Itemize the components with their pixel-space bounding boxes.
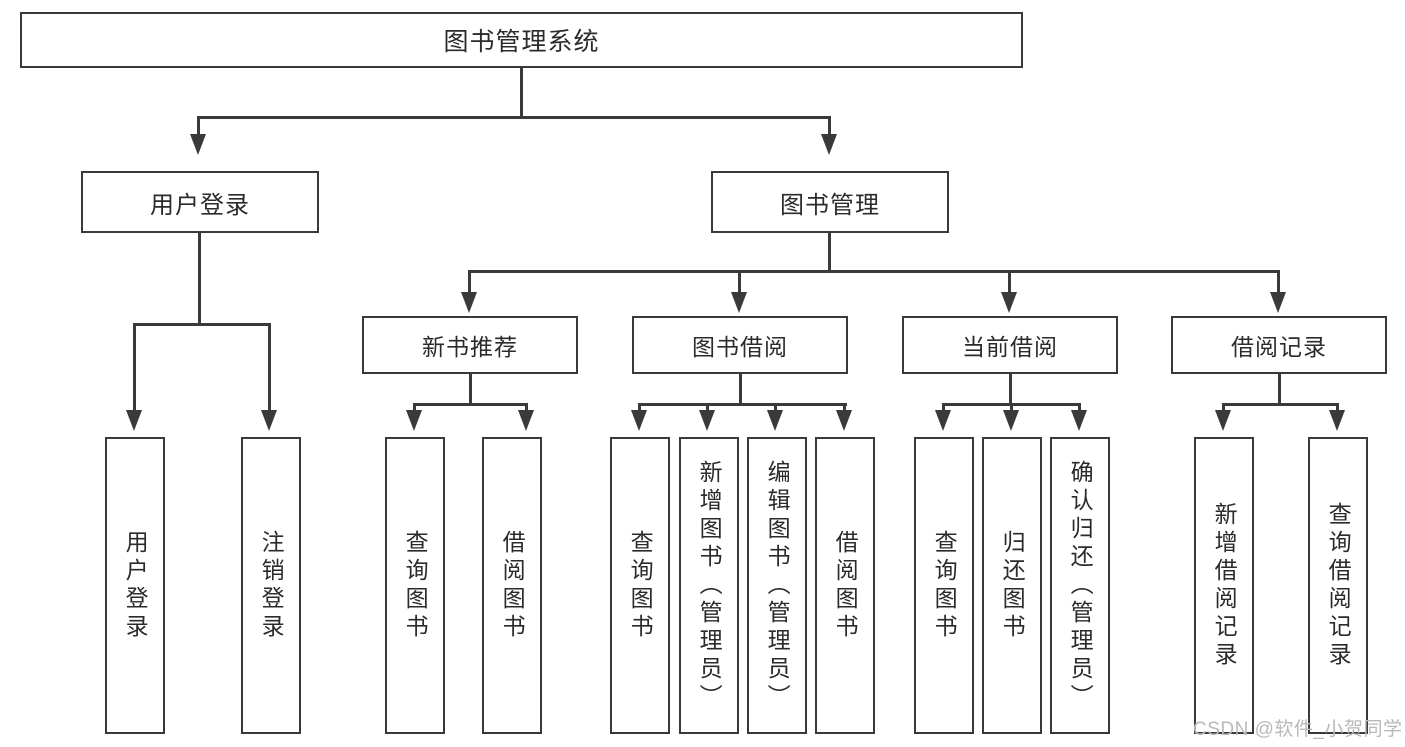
- connector-drop-bb-2: [706, 403, 709, 413]
- connector-drop-borrow-record: [1277, 270, 1280, 295]
- node-book-management[interactable]: 图书管理: [711, 171, 949, 233]
- connector-user-login-distributor: [133, 323, 270, 326]
- arrow-to-leaf-borrow-book-bb: [836, 410, 852, 431]
- arrow-to-leaf-user-login: [126, 410, 142, 431]
- arrow-to-leaf-query-book-nb: [406, 410, 422, 431]
- connector-drop-new-book: [468, 270, 471, 295]
- leaf-logout[interactable]: 注销登录: [241, 437, 301, 734]
- connector-drop-bb-4: [843, 403, 846, 413]
- node-label: 归还图书: [999, 529, 1026, 642]
- node-label: 编辑图书（管理员）: [764, 459, 791, 712]
- connector-drop-br-2: [1336, 403, 1339, 413]
- connector-drop-nb-2: [525, 403, 528, 413]
- node-label: 借阅图书: [832, 529, 859, 642]
- arrow-to-book-borrow: [731, 292, 747, 313]
- leaf-user-login[interactable]: 用户登录: [105, 437, 165, 734]
- arrow-to-leaf-query-record: [1329, 410, 1345, 431]
- connector-book-borrow-stem: [739, 374, 742, 406]
- leaf-add-borrow-record[interactable]: 新增借阅记录: [1194, 437, 1254, 734]
- node-label: 用户登录: [150, 191, 250, 219]
- node-label: 新书推荐: [422, 334, 518, 360]
- node-label: 当前借阅: [962, 334, 1058, 360]
- arrow-to-current-borrow: [1001, 292, 1017, 313]
- leaf-query-book-borrow[interactable]: 查询图书: [610, 437, 670, 734]
- node-label: 查询借阅记录: [1325, 501, 1352, 670]
- connector-new-book-distributor: [413, 403, 528, 406]
- node-label: 借阅记录: [1231, 334, 1327, 360]
- node-label: 新增图书（管理员）: [696, 459, 723, 712]
- arrow-to-leaf-return-book: [1003, 410, 1019, 431]
- node-label: 图书管理: [780, 191, 880, 219]
- leaf-add-book-admin[interactable]: 新增图书（管理员）: [679, 437, 739, 734]
- node-current-borrow[interactable]: 当前借阅: [902, 316, 1118, 374]
- leaf-confirm-return-admin[interactable]: 确认归还（管理员）: [1050, 437, 1110, 734]
- connector-current-borrow-stem: [1009, 374, 1012, 406]
- node-label: 查询图书: [931, 529, 958, 642]
- node-label: 确认归还（管理员）: [1067, 459, 1094, 712]
- connector-root-distributor: [197, 116, 831, 119]
- node-label: 用户登录: [122, 529, 149, 642]
- node-label: 注销登录: [258, 529, 285, 642]
- arrow-to-new-book: [461, 292, 477, 313]
- arrow-to-leaf-query-book-cb: [935, 410, 951, 431]
- connector-borrow-record-stem: [1278, 374, 1281, 406]
- connector-new-book-stem: [469, 374, 472, 406]
- connector-drop-cb-1: [942, 403, 945, 413]
- arrow-to-leaf-add-record: [1215, 410, 1231, 431]
- connector-drop-nb-1: [413, 403, 416, 413]
- connector-user-login-stem: [198, 233, 201, 325]
- connector-book-borrow-distributor: [638, 403, 847, 406]
- leaf-return-book[interactable]: 归还图书: [982, 437, 1042, 734]
- connector-root-stem: [520, 68, 523, 118]
- leaf-query-borrow-record[interactable]: 查询借阅记录: [1308, 437, 1368, 734]
- leaf-query-book-new-recommend[interactable]: 查询图书: [385, 437, 445, 734]
- node-root-book-management-system[interactable]: 图书管理系统: [20, 12, 1023, 68]
- arrow-root-to-book-management: [821, 134, 837, 155]
- connector-drop-cb-2: [1010, 403, 1013, 413]
- connector-root-drop-book-management: [828, 116, 831, 138]
- node-label: 图书借阅: [692, 334, 788, 360]
- arrow-root-to-user-login: [190, 134, 206, 155]
- connector-drop-current-borrow: [1008, 270, 1011, 295]
- connector-drop-book-borrow: [738, 270, 741, 295]
- connector-root-drop-user-login: [197, 116, 200, 138]
- connector-drop-bb-1: [638, 403, 641, 413]
- connector-drop-br-1: [1222, 403, 1225, 413]
- connector-drop-bb-3: [774, 403, 777, 413]
- arrow-to-leaf-edit-book: [767, 410, 783, 431]
- connector-book-management-distributor: [468, 270, 1280, 273]
- arrow-to-leaf-add-book: [699, 410, 715, 431]
- connector-book-management-stem: [828, 233, 831, 273]
- node-label: 查询图书: [402, 529, 429, 642]
- arrow-to-leaf-borrow-book-nb: [518, 410, 534, 431]
- leaf-edit-book-admin[interactable]: 编辑图书（管理员）: [747, 437, 807, 734]
- arrow-to-borrow-record: [1270, 292, 1286, 313]
- leaf-borrow-book-new-recommend[interactable]: 借阅图书: [482, 437, 542, 734]
- connector-borrow-record-distributor: [1222, 403, 1339, 406]
- arrow-to-leaf-query-book-bb: [631, 410, 647, 431]
- node-label: 查询图书: [627, 529, 654, 642]
- connector-drop-user-login-1: [133, 323, 136, 413]
- leaf-borrow-book[interactable]: 借阅图书: [815, 437, 875, 734]
- node-new-book-recommendation[interactable]: 新书推荐: [362, 316, 578, 374]
- node-label: 新增借阅记录: [1211, 501, 1238, 670]
- node-user-login[interactable]: 用户登录: [81, 171, 319, 233]
- node-book-borrow[interactable]: 图书借阅: [632, 316, 848, 374]
- node-label: 图书管理系统: [443, 28, 600, 56]
- node-label: 借阅图书: [499, 529, 526, 642]
- connector-drop-cb-3: [1078, 403, 1081, 413]
- connector-drop-user-login-2: [268, 323, 271, 413]
- leaf-query-book-current[interactable]: 查询图书: [914, 437, 974, 734]
- arrow-to-leaf-confirm-return: [1071, 410, 1087, 431]
- arrow-to-leaf-logout: [261, 410, 277, 431]
- node-borrow-record[interactable]: 借阅记录: [1171, 316, 1387, 374]
